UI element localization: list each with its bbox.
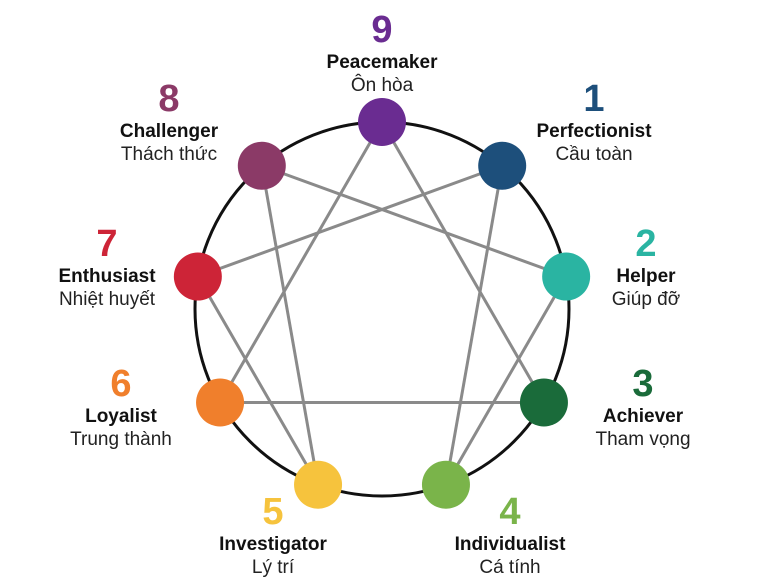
type-name-vi: Giúp đỡ bbox=[611, 289, 681, 310]
connection-line-4-2 bbox=[444, 275, 568, 486]
type-name: Achiever bbox=[602, 406, 684, 427]
type-dot-1 bbox=[478, 141, 527, 190]
type-dot-8 bbox=[237, 141, 286, 190]
type-name-vi: Ôn hòa bbox=[350, 75, 414, 96]
label-type-8: 8 Challenger Thách thức bbox=[120, 80, 218, 164]
label-type-2: 2 Helper Giúp đỡ bbox=[612, 225, 680, 309]
type-name-vi: Thách thức bbox=[120, 144, 218, 165]
label-type-3: 3 Achiever Tham vọng bbox=[595, 365, 690, 449]
type-name-vi: Cầu toàn bbox=[555, 144, 633, 165]
type-name: Perfectionist bbox=[536, 121, 652, 142]
connection-line-2-8 bbox=[261, 164, 567, 278]
type-number: 4 bbox=[499, 491, 521, 533]
type-name-vi: Tham vọng bbox=[595, 429, 691, 450]
type-name: Helper bbox=[616, 266, 676, 287]
type-dot-2 bbox=[542, 252, 591, 301]
type-dot-9 bbox=[358, 98, 406, 146]
type-number: 3 bbox=[632, 363, 654, 405]
type-dot-7 bbox=[173, 252, 222, 301]
type-name-vi: Trung thành bbox=[70, 429, 172, 450]
type-name: Individualist bbox=[454, 534, 566, 555]
type-name: Enthusiast bbox=[58, 266, 156, 287]
connection-line-9-3 bbox=[380, 121, 546, 404]
connection-line-1-4 bbox=[444, 165, 504, 485]
type-number: 1 bbox=[583, 78, 605, 120]
label-type-7: 7 Enthusiast Nhiệt huyết bbox=[58, 225, 155, 309]
label-type-1: 1 Perfectionist Cầu toàn bbox=[536, 80, 651, 164]
type-name-vi: Nhiệt huyết bbox=[58, 289, 156, 310]
type-dot-5 bbox=[294, 460, 343, 509]
type-name-vi: Cá tính bbox=[479, 557, 541, 578]
type-dots bbox=[173, 98, 591, 509]
connection-lines bbox=[196, 121, 568, 486]
label-type-5: 5 Investigator Lý trí bbox=[219, 493, 327, 577]
type-name: Investigator bbox=[219, 534, 327, 555]
label-type-4: 4 Individualist Cá tính bbox=[455, 493, 566, 577]
type-number: 9 bbox=[371, 9, 393, 51]
type-dot-4 bbox=[421, 460, 470, 509]
type-name: Peacemaker bbox=[326, 52, 438, 73]
label-type-6: 6 Loyalist Trung thành bbox=[70, 365, 172, 449]
type-dot-3 bbox=[519, 378, 568, 427]
type-number: 6 bbox=[110, 363, 132, 405]
type-name: Challenger bbox=[119, 121, 219, 142]
connection-line-8-5 bbox=[260, 165, 320, 485]
type-name: Loyalist bbox=[85, 406, 157, 427]
type-number: 2 bbox=[635, 223, 657, 265]
type-number: 7 bbox=[96, 223, 118, 265]
connection-line-5-7 bbox=[196, 275, 320, 486]
type-dot-6 bbox=[196, 378, 245, 427]
label-type-9: 9 Peacemaker Ôn hòa bbox=[327, 11, 438, 95]
type-name-vi: Lý trí bbox=[251, 557, 295, 578]
connection-line-6-9 bbox=[218, 121, 384, 404]
type-number: 8 bbox=[158, 78, 180, 120]
connection-line-7-1 bbox=[197, 164, 503, 278]
type-number: 5 bbox=[262, 491, 284, 533]
